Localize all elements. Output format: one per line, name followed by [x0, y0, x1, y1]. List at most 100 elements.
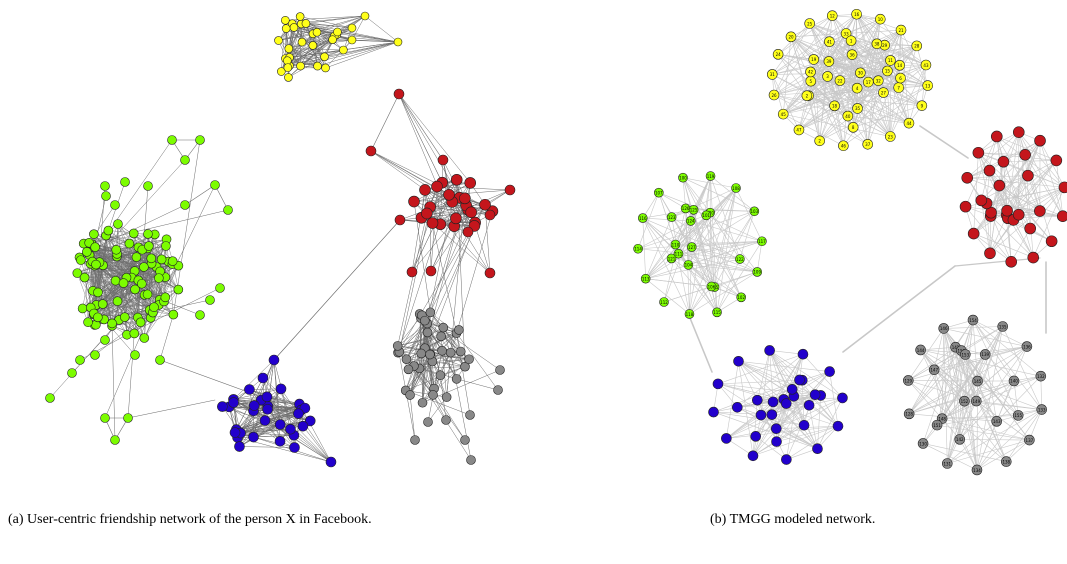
edge — [409, 320, 426, 396]
edge — [777, 54, 808, 96]
edge — [409, 361, 433, 396]
edge — [984, 346, 1028, 355]
node-label: 124 — [687, 219, 695, 224]
edge — [850, 40, 888, 72]
node-gray-b: 128 — [903, 408, 915, 420]
edge — [773, 45, 918, 96]
edge — [808, 404, 818, 449]
edge — [828, 33, 847, 62]
node-yellow-b: 11 — [885, 55, 896, 66]
node-green-b: 103 — [749, 206, 760, 217]
edge — [828, 61, 849, 117]
node-green-a — [167, 256, 178, 266]
node-yellow-b: 12 — [826, 10, 838, 22]
node-red-a — [443, 188, 455, 201]
edge — [941, 319, 974, 419]
edge — [102, 265, 141, 323]
node-blue-b — [752, 394, 763, 406]
node-blue-a — [325, 456, 337, 468]
edge — [899, 29, 902, 66]
node-green-a — [113, 219, 123, 229]
edge — [943, 326, 1004, 329]
edge — [689, 271, 758, 315]
edge — [999, 185, 1031, 229]
node-green-a — [100, 181, 110, 191]
edge — [142, 249, 165, 302]
node-green-a — [160, 292, 171, 303]
node-label: 22 — [837, 78, 843, 83]
edge — [95, 264, 154, 313]
edge — [996, 136, 1008, 212]
node-label: 117 — [758, 239, 766, 244]
node-label: 8 — [852, 125, 855, 130]
node-yellow-a — [296, 61, 305, 71]
node-label: 154 — [969, 318, 977, 323]
node-blue-b — [747, 450, 759, 462]
node-red-a — [450, 173, 463, 186]
node-yellow-b: 47 — [793, 124, 805, 136]
edge — [406, 212, 472, 360]
node-yellow-a — [360, 11, 370, 21]
node-red-b — [993, 179, 1006, 192]
node-label: 146 — [940, 326, 948, 331]
edge — [302, 425, 332, 463]
edge — [430, 212, 472, 272]
node-yellow-a — [347, 35, 357, 45]
edge — [285, 15, 366, 59]
node-yellow-b: 3 — [822, 71, 833, 82]
node-yellow-a — [313, 61, 322, 71]
node-label: 155 — [1014, 413, 1022, 418]
edge — [972, 319, 1043, 410]
edge — [922, 346, 956, 444]
edge — [828, 61, 835, 107]
node-gray-b: 144 — [915, 344, 926, 356]
edge — [857, 108, 910, 124]
edge — [159, 314, 174, 361]
node-label: 4 — [856, 86, 859, 91]
edge — [773, 94, 835, 107]
node-yellow-b: 9 — [916, 100, 928, 111]
edge — [419, 368, 466, 441]
node-label: 106 — [708, 284, 716, 289]
edge — [658, 192, 712, 287]
edge — [959, 350, 962, 440]
edge — [799, 379, 839, 427]
node-yellow-b: 16 — [851, 8, 862, 20]
edge — [399, 212, 472, 221]
edge — [943, 328, 961, 440]
edge — [293, 435, 332, 463]
node-yellow-b: 36 — [846, 49, 858, 60]
node-label: 32 — [876, 78, 882, 83]
edge — [430, 186, 438, 272]
node-yellow-b: 27 — [878, 87, 889, 98]
node-gray-a — [495, 365, 505, 375]
edge — [663, 286, 712, 303]
edge — [941, 415, 1019, 419]
edge — [689, 187, 737, 315]
node-red-a — [406, 266, 418, 278]
node-green-b: 115 — [712, 307, 722, 318]
node-yellow-a — [284, 73, 293, 82]
node-yellow-a — [301, 19, 311, 28]
edge — [470, 189, 511, 213]
edge — [351, 39, 399, 43]
node-label: 12 — [830, 14, 836, 19]
node-label: 24 — [776, 52, 782, 57]
node-label: 7 — [897, 85, 900, 90]
node-green-b: 104 — [683, 260, 694, 270]
node-green-a — [97, 299, 108, 309]
node-label: 115 — [713, 310, 721, 315]
edge — [705, 215, 742, 298]
node-red-b — [983, 164, 996, 177]
node-blue-b — [809, 389, 821, 400]
node-blue-a — [262, 403, 273, 415]
node-red-a — [450, 212, 462, 225]
node-green-a — [110, 435, 120, 445]
node-green-a — [72, 268, 83, 278]
node-gray-a — [454, 325, 464, 335]
edge — [456, 378, 499, 391]
node-green-b: 101 — [701, 210, 712, 221]
edge — [965, 346, 1028, 355]
node-label: 45 — [781, 112, 787, 117]
